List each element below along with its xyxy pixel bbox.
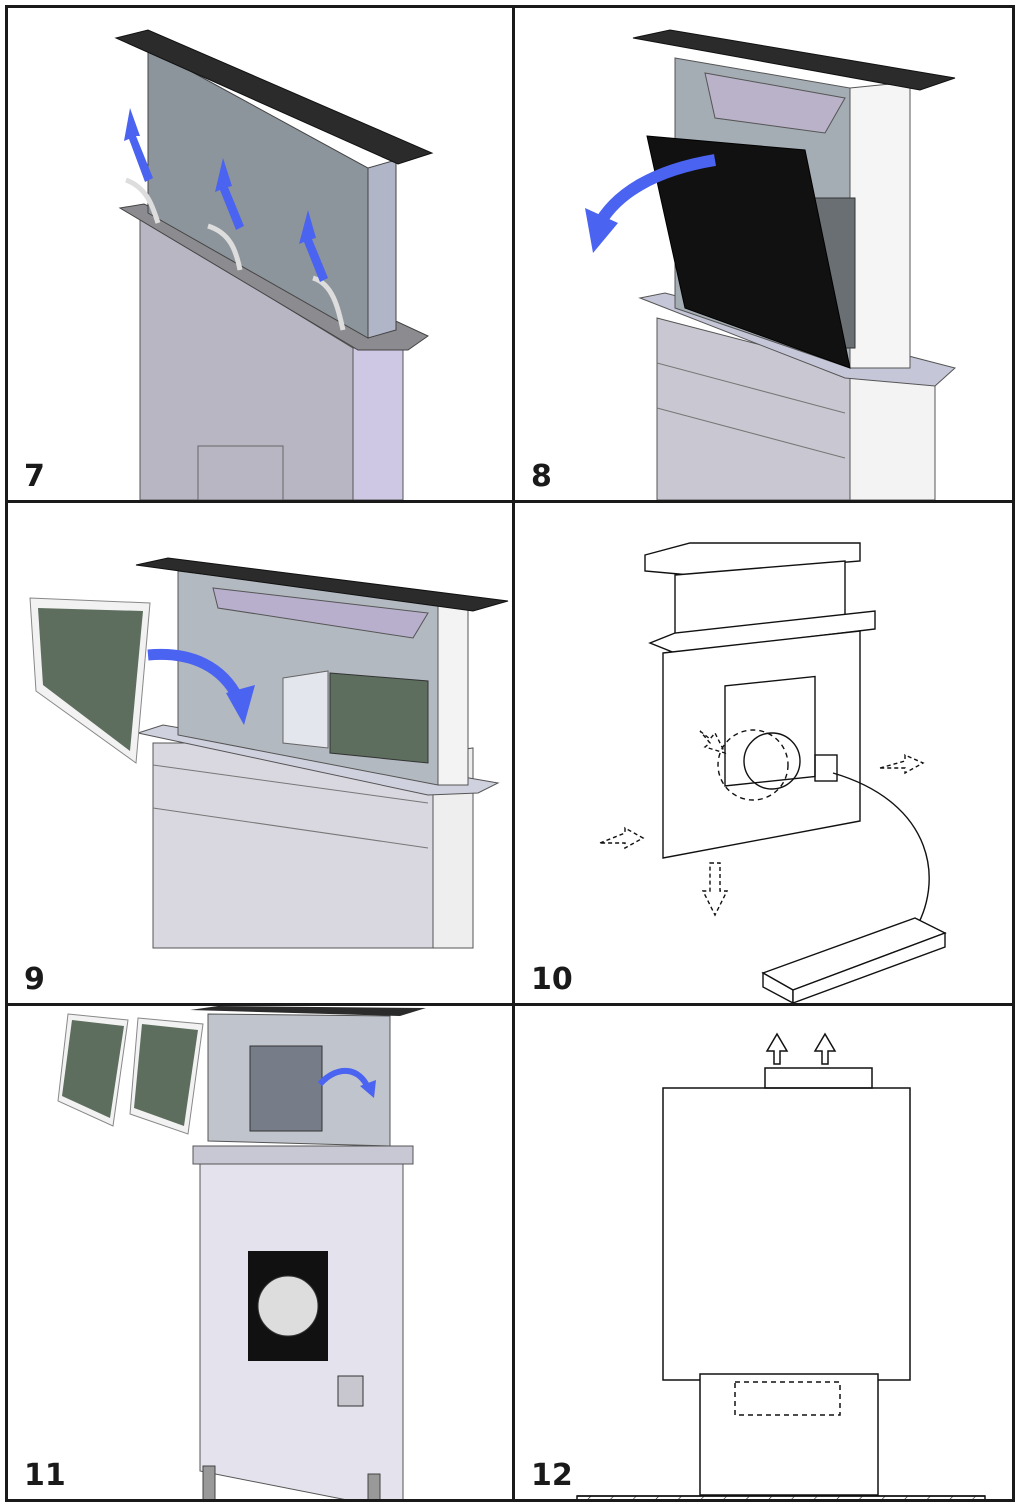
step-number: 10 (531, 962, 573, 997)
step-number: 8 (531, 459, 552, 494)
step-number: 9 (24, 962, 45, 997)
step-9-illustration (29, 557, 509, 949)
step-12-panel: 12 (515, 1006, 1012, 1499)
step-11-illustration (57, 1006, 426, 1499)
step-7-panel: 7 (8, 8, 512, 500)
outlet-arrow-icon (599, 730, 925, 917)
frame-right (1012, 5, 1015, 1502)
step-12-illustration (576, 1032, 986, 1499)
exhaust-arrow-icon (765, 1032, 837, 1065)
frame-row1 (5, 500, 1015, 503)
frame-row2 (5, 1003, 1015, 1006)
step-8-illustration (585, 29, 957, 500)
lift-arrow-icon (124, 108, 328, 282)
frame-top (5, 5, 1015, 8)
frame-center (512, 5, 515, 1502)
rotate-arrow-icon (317, 1067, 376, 1098)
tilt-arrow-icon (585, 154, 716, 253)
frame-left (5, 5, 8, 1502)
step-11-panel: 11 (8, 1006, 512, 1499)
insert-arrow-icon (147, 648, 255, 725)
step-10-panel: 10 (515, 503, 1012, 1003)
frame-bottom (5, 1499, 1015, 1502)
step-8-panel: 8 (515, 8, 1012, 500)
step-10-illustration (599, 542, 947, 1003)
step-7-illustration (114, 29, 434, 500)
step-9-panel: 9 (8, 503, 512, 1003)
step-number: 11 (24, 1458, 66, 1493)
step-number: 12 (531, 1458, 573, 1493)
step-number: 7 (24, 459, 45, 494)
